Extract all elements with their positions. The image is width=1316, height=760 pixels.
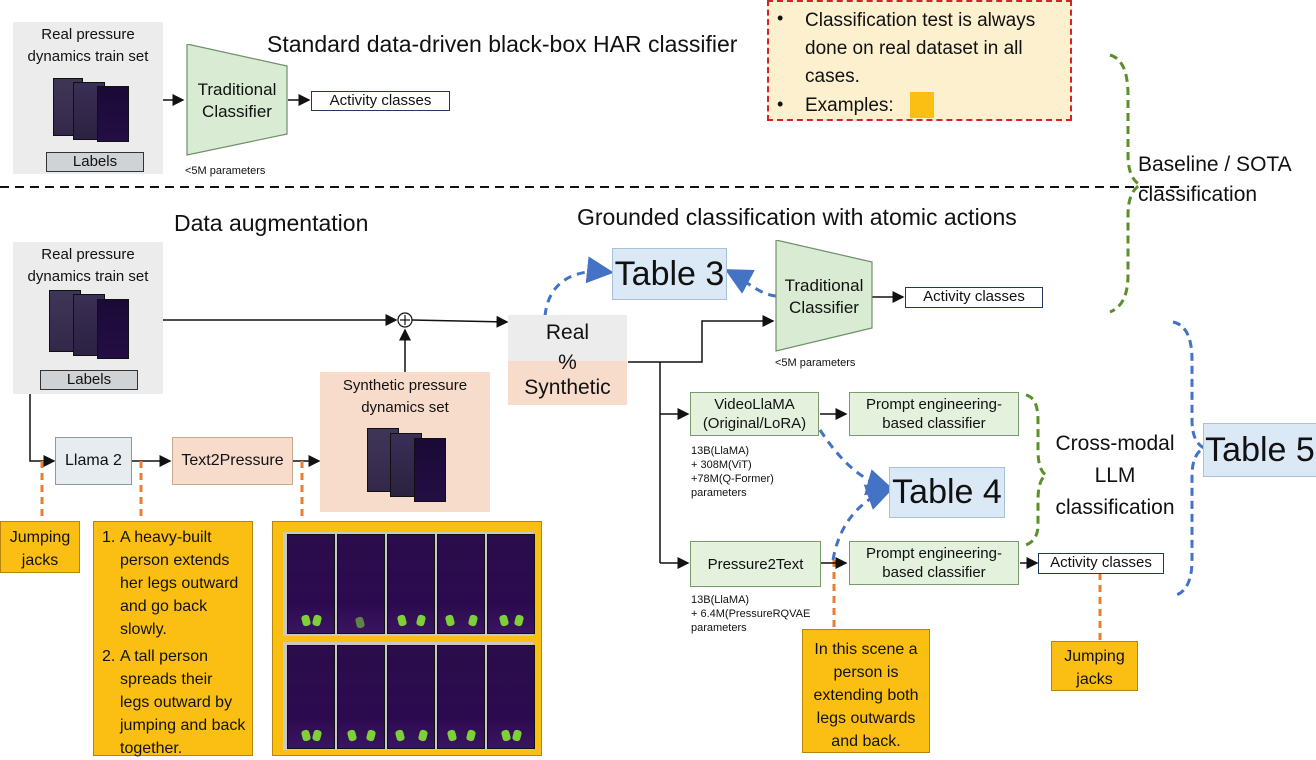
videollama-box: VideoLlaMA (Original/LoRA) [690,392,819,436]
cross-modal-label: Cross-modal LLM classification [1055,432,1175,519]
example-swatch [910,92,934,118]
mix-real: Real [545,321,590,344]
grounded-classifier-params: <5M parameters [775,357,856,369]
result-label-box: Jumping jacks [1051,641,1138,691]
llm-brace [1025,393,1049,547]
top-heading: Standard data-driven black-box HAR class… [267,31,738,57]
table4-box: Table 4 [889,467,1005,518]
gen-frame [387,534,435,634]
top-train-panel-title: Real pressure dynamics train set [27,26,149,65]
videollama-param-line: + 308M(ViT) [691,459,752,471]
bullet-dot: • [777,8,784,28]
prompt-example-box: 1.A heavy-built person extends her legs … [93,521,253,757]
note-bullet1: Classification test is always done on re… [805,10,1036,87]
prompt-classifier-1: Prompt engineering-based classifier [849,392,1019,436]
gen-frame [337,645,385,749]
baseline-brace [1109,53,1143,314]
pressure-frame [97,299,129,359]
p2t-param-line: parameters [691,622,747,634]
grounded-classifier-label: Traditional Classifier [784,276,864,317]
llm-output-box: Activity classes [1038,553,1164,574]
pressure-frame [97,86,129,142]
prompt-classifier-2: Prompt engineering-based classifier [849,541,1019,585]
pressure2text-params: 13B(LlaMA) + 6.4M(PressureRQVAE paramete… [691,593,810,635]
p2t-param-line: + 6.4M(PressureRQVAE [691,608,811,620]
table3-box: Table 3 [612,248,727,300]
mix-percent: % [558,351,577,374]
gen-frame [487,645,535,749]
grounded-heading: Grounded classification with atomic acti… [577,204,1017,230]
gen-frame [287,534,335,634]
aug-train-panel: Real pressure dynamics train set Labels [13,242,163,394]
top-classifier-label: Traditional Classifier [197,80,277,121]
top-classifier-params: <5M parameters [185,165,266,177]
aug-train-panel-title: Real pressure dynamics train set [27,246,149,285]
aug-labels-box: Labels [40,370,138,390]
note-bullet2: Examples: [805,95,894,116]
aug-heading: Data augmentation [174,210,369,236]
prompt-2: A tall person spreads their legs outward… [120,648,246,757]
pressure-frame [414,438,446,502]
gen-frame [487,534,535,634]
top-output-box: Activity classes [311,91,450,111]
text2pressure-box: Text2Pressure [172,437,293,485]
bullet-dot: • [777,94,784,114]
mix-synthetic: Synthetic [524,376,611,399]
table5-box: Table 5 [1203,423,1316,477]
grounded-output-box: Activity classes [905,287,1043,308]
gen-frame [387,645,435,749]
llama-box: Llama 2 [55,437,132,485]
gen-frame [337,534,385,634]
gen-frame [437,645,485,749]
top-classifier-shape [186,44,288,156]
gen-frame [437,534,485,634]
videollama-param-line: parameters [691,487,747,499]
grounded-classifier-shape [775,240,873,352]
videollama-param-line: 13B(LlaMA) [691,445,750,457]
note-box: • Classification test is always done on … [767,0,1072,121]
label-example-box: Jumping jacks [0,521,80,573]
synthetic-set-panel: Synthetic pressure dynamics set [320,372,490,512]
prompt-1: A heavy-built person extends her legs ou… [120,529,239,638]
generated-frames-panel [272,521,542,756]
synthetic-set-title: Synthetic pressure dynamics set [342,377,468,416]
top-labels-box: Labels [46,152,144,172]
gen-frame [287,645,335,749]
p2t-param-line: 13B(LlaMA) [691,594,750,606]
top-train-panel: Real pressure dynamics train set Labels [13,22,163,174]
pressure2text-box: Pressure2Text [690,541,821,587]
mix-box: Real % Synthetic [508,315,627,405]
videollama-param-line: +78M(Q-Former) [691,473,774,485]
generated-text-box: In this scene a person is extending both… [802,629,930,753]
videollama-params: 13B(LlaMA) + 308M(ViT) +78M(Q-Former) pa… [691,444,774,500]
baseline-label: Baseline / SOTA classification [1138,153,1291,206]
